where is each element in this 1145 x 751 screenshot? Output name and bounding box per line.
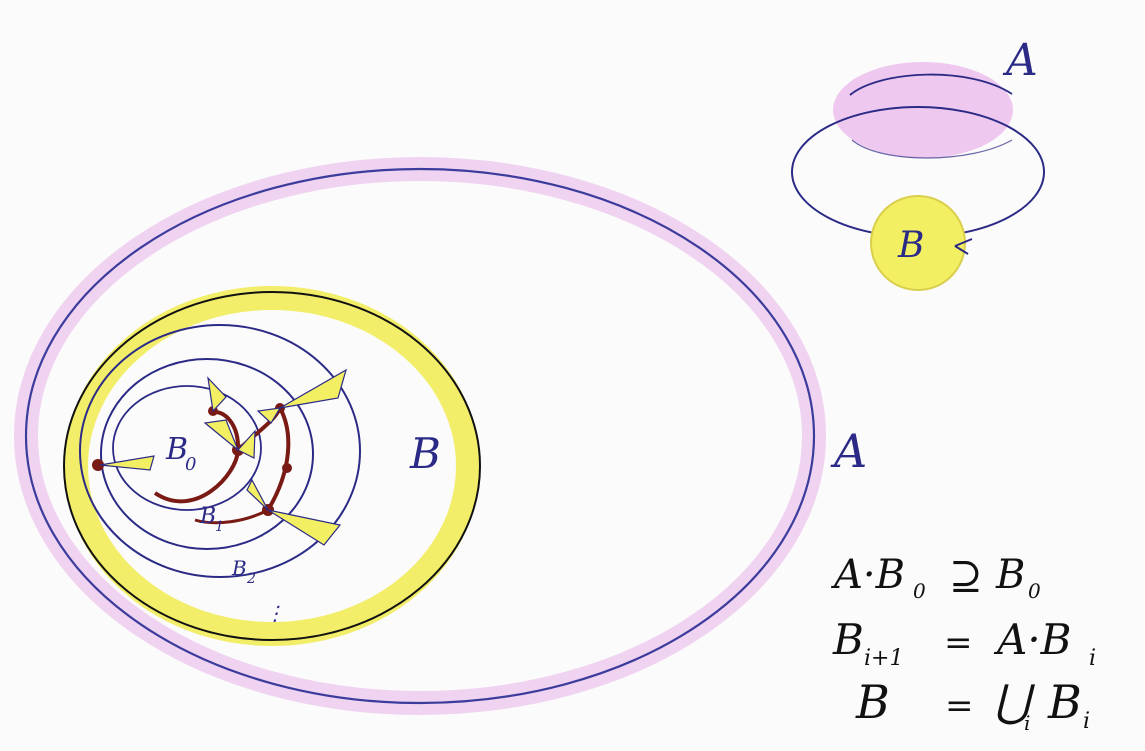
formula-line-1-right-subscript: 0 (1028, 579, 1041, 603)
formula-line-2-right: A·B (993, 615, 1072, 664)
formula-line-2-equals: = (944, 623, 973, 663)
cone-5 (279, 368, 347, 409)
set-b0-outline (112, 385, 262, 511)
small-set-b-shading (871, 196, 965, 290)
small-set-a-label: A (1002, 35, 1038, 86)
cone-6 (267, 509, 342, 546)
big-set-a (14, 157, 826, 715)
cone-2 (207, 376, 227, 413)
formula-line-3-union: ⋃ (994, 676, 1036, 727)
small-set-b-rim (870, 195, 966, 291)
big-diagram-labels: A B B 0 B 1 B 2 ⋮ (165, 424, 867, 625)
set-b2-outline (79, 324, 361, 578)
formula-line-1-left: A·B (830, 552, 905, 598)
set-b (63, 286, 481, 646)
ellipsis-label: ⋮ (265, 601, 285, 625)
cone-7 (256, 407, 282, 424)
small-set-a-shading (833, 62, 1013, 158)
small-arrow-head (954, 238, 973, 255)
small-diagram: A B (791, 35, 1045, 291)
small-set-b-label: B (897, 225, 924, 266)
cone-4 (237, 429, 256, 459)
small-set-a-outline-bottom (851, 139, 1013, 159)
set-b0-label: B (165, 432, 188, 467)
set-b2-label: B (231, 556, 247, 580)
cone-1 (99, 455, 155, 471)
set-b0-subscript: 0 (185, 454, 196, 475)
point-5 (282, 463, 292, 473)
cone-arrows (99, 368, 347, 546)
set-b-outline (63, 291, 481, 641)
big-set-a-outline (24, 167, 816, 705)
set-b1-label: B (199, 504, 216, 529)
nested-sets (79, 324, 361, 578)
big-set-b-label: B (409, 429, 441, 478)
formula-line-1-relation: ⊇ (949, 553, 983, 599)
formula-line-3-left: B (855, 675, 890, 729)
orbit-path-1 (153, 409, 241, 504)
small-set-a-outline-top (849, 73, 1013, 96)
set-b1-subscript: 1 (215, 519, 224, 535)
formula-block: A·B 0 ⊇ B 0 B i+1 = A·B i B = ⋃ i B i (830, 552, 1096, 735)
orbit-path-4 (194, 508, 269, 525)
formula-line-1-left-subscript: 0 (913, 579, 926, 603)
formula-line-3-union-subscript: i (1024, 711, 1030, 735)
formula-line-1-right: B (995, 552, 1025, 598)
cone-8 (246, 478, 269, 511)
cone-3 (203, 419, 239, 451)
set-b2-subscript: 2 (246, 571, 256, 587)
formula-line-2-right-subscript: i (1089, 646, 1096, 671)
set-b-shading (64, 286, 480, 646)
big-set-a-label: A (830, 424, 867, 478)
formula-line-2-left-subscript: i+1 (864, 646, 903, 671)
formula-line-3-equals: = (945, 686, 974, 726)
formula-line-3-right-subscript: i (1083, 709, 1090, 734)
orbit-path-3 (266, 407, 291, 512)
formula-line-2-left: B (832, 615, 864, 664)
set-b1-outline (100, 358, 314, 550)
point-1 (92, 459, 104, 471)
formula-line-3-right: B (1047, 675, 1082, 729)
